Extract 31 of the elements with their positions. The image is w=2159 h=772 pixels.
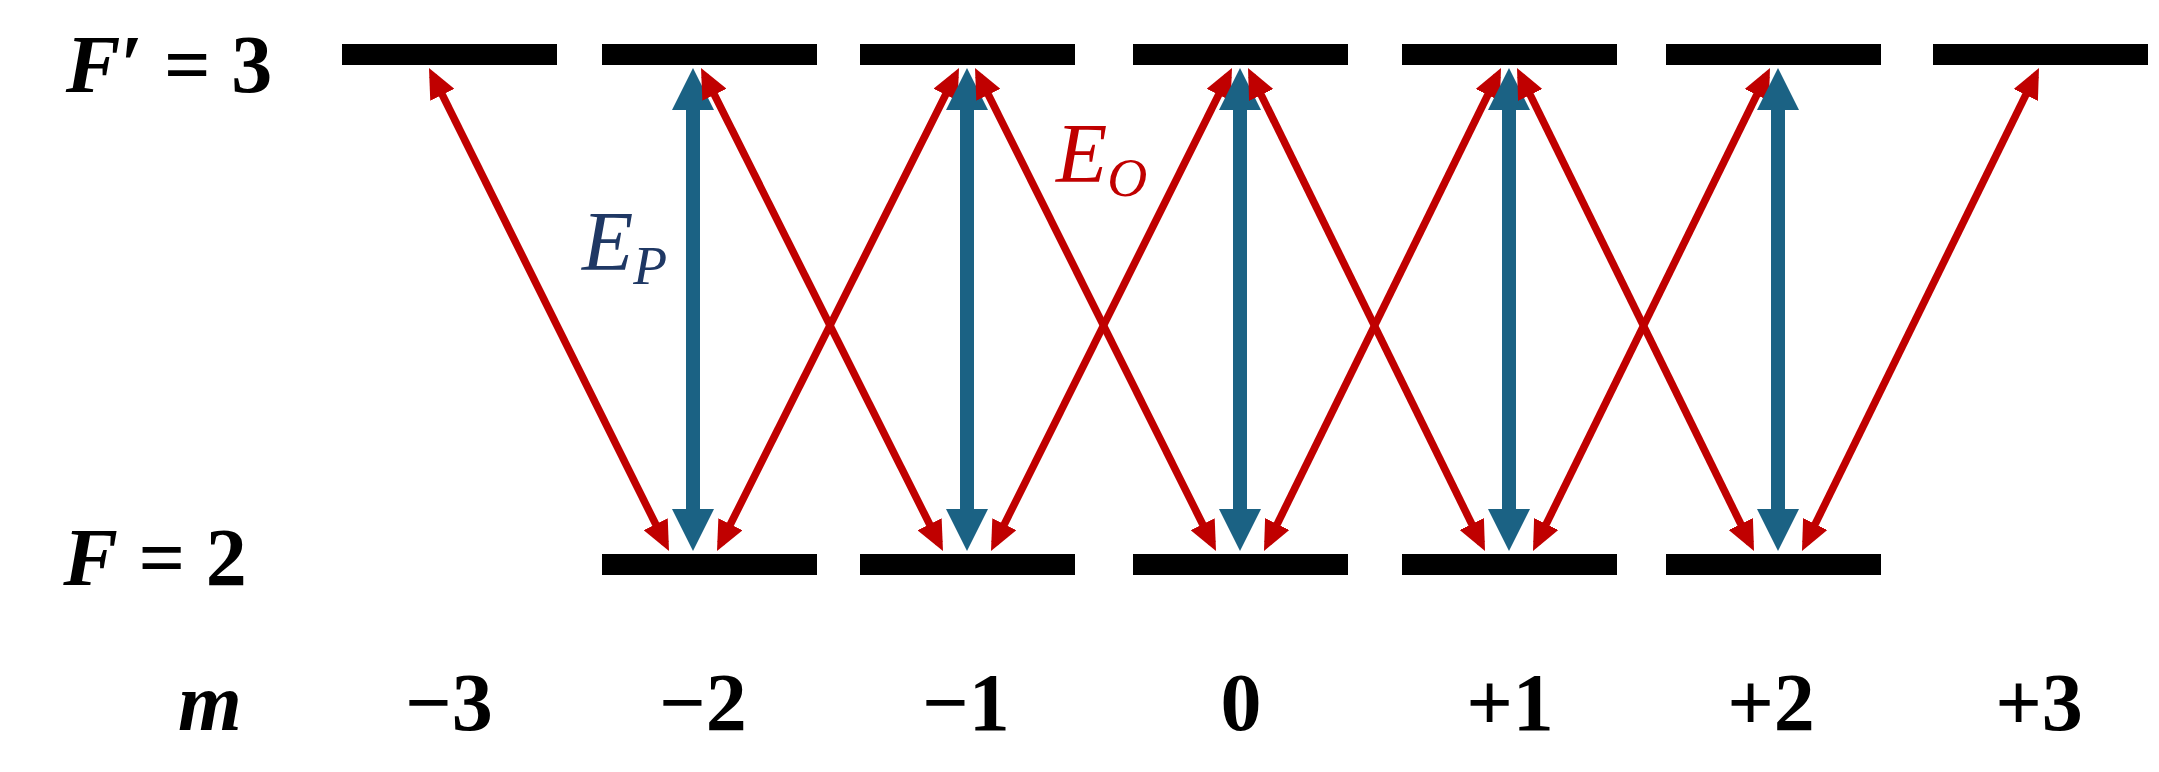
energy-level-bar	[602, 44, 817, 65]
energy-level-bar	[1666, 554, 1881, 575]
energy-level-bar	[1666, 44, 1881, 65]
quantum-number-label: −3	[404, 662, 494, 744]
energy-level-bar	[1133, 44, 1348, 65]
energy-level-bar	[1402, 44, 1617, 65]
edge-label: E$_{P}$	[582, 200, 668, 284]
quantum-number-label: +2	[1726, 662, 1816, 744]
transition-arrow	[1488, 68, 1530, 551]
quantum-number-label: +1	[1465, 662, 1555, 744]
quantum-number-label: +3	[1994, 662, 2084, 744]
energy-level-bar	[1402, 554, 1617, 575]
transition-arrow	[429, 68, 669, 551]
energy-level-bar	[860, 554, 1075, 575]
level-label: F′ = 3	[64, 24, 274, 106]
edge-label: E$_{O}$	[1056, 112, 1148, 196]
transition-arrow	[946, 68, 988, 551]
energy-level-bar	[1133, 554, 1348, 575]
transition-arrow	[1757, 68, 1799, 551]
level-label: F = 2	[62, 517, 248, 599]
energy-level-bar	[1933, 44, 2148, 65]
energy-level-bar	[602, 554, 817, 575]
transition-arrow	[1219, 68, 1261, 551]
energy-level-bar	[342, 44, 557, 65]
transition-arrow	[1802, 68, 2039, 551]
energy-level-bar	[860, 44, 1075, 65]
quantum-number-label: −2	[658, 662, 748, 744]
transition-arrow	[672, 68, 714, 551]
quantum-number-label: −1	[921, 662, 1011, 744]
quantum-number-label: 0	[1219, 662, 1263, 744]
row-label: m	[177, 662, 243, 744]
